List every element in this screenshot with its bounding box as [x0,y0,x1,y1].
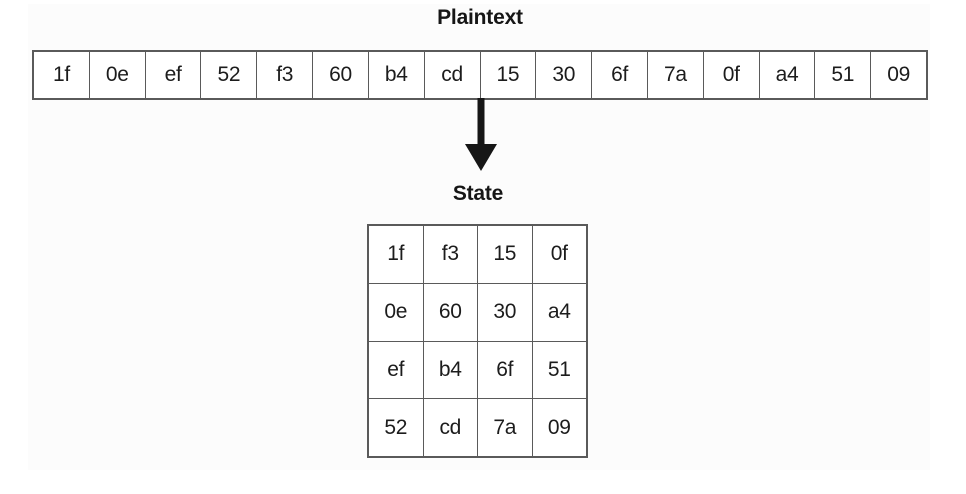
state-matrix-row: ef b4 6f 51 [369,341,586,400]
plaintext-byte-cell: 15 [481,52,537,98]
plaintext-byte-cell: 09 [887,63,910,86]
state-matrix: 1f f3 15 0f 0e 60 30 a4 ef b4 6f 51 52 c… [367,224,588,458]
state-matrix-cell: 0e [369,283,424,341]
state-matrix-row: 52 cd 7a 09 [369,399,586,456]
plaintext-byte-cell: b4 [369,52,425,98]
plaintext-byte-cell: 6f [592,52,648,98]
plaintext-byte-cell: a4 [760,52,816,98]
plaintext-byte-cell: f3 [257,52,314,98]
state-matrix-cell: b4 [424,341,478,399]
plaintext-byte-cell: 52 [201,52,258,98]
state-matrix-cell: 51 [547,357,571,381]
state-matrix-cell: ef [369,341,424,399]
state-matrix-cell: 30 [478,283,533,341]
state-matrix-row: 1f f3 15 0f [369,226,586,284]
state-matrix-cell: 0f [550,242,568,266]
state-matrix-cell: cd [424,399,478,456]
plaintext-byte-cell: 51 [815,52,872,98]
state-matrix-cell: a4 [547,300,571,324]
plaintext-byte-cell: 7a [648,52,704,98]
state-matrix-cell: 60 [424,283,478,341]
plaintext-byte-cell: 0e [90,52,146,98]
plaintext-title-label: Plaintext [437,6,523,29]
state-matrix-cell: 15 [478,226,533,283]
plaintext-byte-cell: ef [146,52,202,98]
plaintext-byte-cell: 0f [704,52,760,98]
plaintext-byte-cell: 30 [536,52,593,98]
state-matrix-cell: 6f [478,341,533,399]
state-matrix-cell: 52 [369,399,424,456]
plaintext-byte-row: 1f 0e ef 52 f3 60 b4 cd 15 30 6f 7a 0f a… [32,50,928,100]
state-title: State [0,182,966,206]
plaintext-byte-cell: 1f [34,52,90,98]
plaintext-byte-cell: cd [425,52,481,98]
state-matrix-cell: 09 [547,415,571,439]
plaintext-title: Plaintext [0,6,966,30]
state-matrix-cell: 1f [369,226,424,283]
state-matrix-cell: 7a [478,399,533,456]
plaintext-byte-cell: 60 [313,52,369,98]
state-matrix-cell: f3 [424,226,478,283]
arrow-down-icon [465,98,497,171]
state-matrix-row: 0e 60 30 a4 [369,283,586,342]
state-title-label: State [452,182,504,205]
